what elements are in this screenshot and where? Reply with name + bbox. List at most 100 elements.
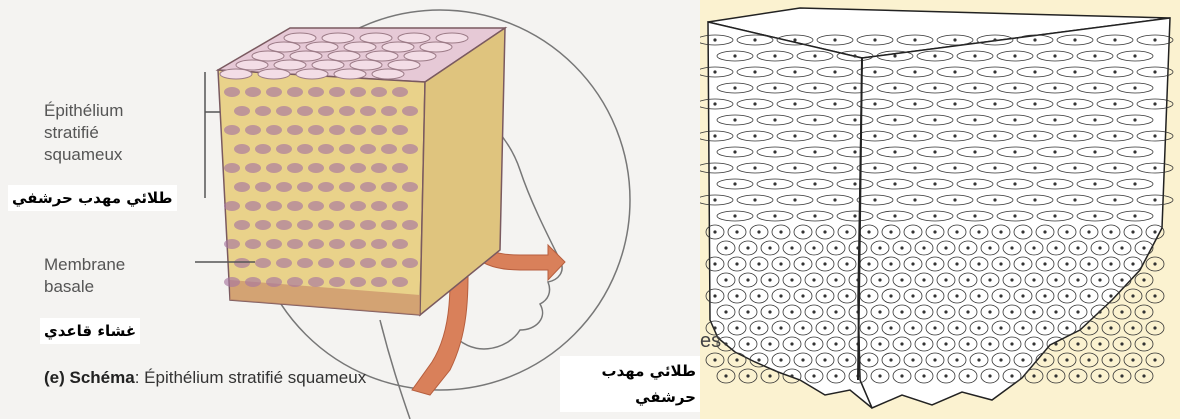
cell-nucleus: [255, 144, 271, 154]
drawn-nucleus: [768, 310, 771, 313]
cell-nucleus: [287, 277, 303, 287]
surface-cell: [296, 69, 328, 79]
drawn-nucleus: [713, 70, 716, 73]
label-epithelium-arabic: طلائي مهدب حرشفي: [8, 185, 177, 211]
drawn-nucleus: [1142, 246, 1145, 249]
drawn-nucleus: [1021, 294, 1024, 297]
drawn-nucleus: [873, 102, 876, 105]
drawn-nucleus: [966, 278, 969, 281]
caption-arabic-line1: طلائي مهدب: [566, 358, 696, 384]
drawn-nucleus: [1076, 374, 1079, 377]
drawn-nucleus: [833, 166, 836, 169]
drawn-nucleus: [713, 358, 716, 361]
drawn-nucleus: [889, 262, 892, 265]
drawn-nucleus: [1093, 54, 1096, 57]
drawn-nucleus: [900, 342, 903, 345]
drawn-nucleus: [813, 214, 816, 217]
cell-nucleus: [234, 144, 250, 154]
cell-nucleus: [276, 258, 292, 268]
drawn-nucleus: [878, 246, 881, 249]
surface-cell: [344, 42, 376, 52]
drawn-nucleus: [878, 342, 881, 345]
drawn-nucleus: [790, 310, 793, 313]
drawn-nucleus: [1113, 38, 1116, 41]
drawn-nucleus: [1133, 182, 1136, 185]
cell-nucleus: [360, 258, 376, 268]
drawn-nucleus: [1142, 374, 1145, 377]
drawn-nucleus: [1021, 230, 1024, 233]
cell-nucleus: [308, 125, 324, 135]
drawn-nucleus: [812, 278, 815, 281]
drawn-nucleus: [845, 262, 848, 265]
drawn-nucleus: [845, 294, 848, 297]
drawn-nucleus: [773, 182, 776, 185]
drawn-nucleus: [1153, 358, 1156, 361]
drawn-nucleus: [1153, 294, 1156, 297]
drawn-nucleus: [1131, 294, 1134, 297]
drawn-nucleus: [1142, 342, 1145, 345]
drawn-nucleus: [953, 70, 956, 73]
drawn-nucleus: [922, 278, 925, 281]
drawn-nucleus: [889, 230, 892, 233]
drawn-nucleus: [944, 246, 947, 249]
drawn-nucleus: [1043, 294, 1046, 297]
epithelium-line-drawing: [700, 0, 1180, 419]
cell-nucleus: [308, 87, 324, 97]
cell-nucleus: [308, 201, 324, 211]
cell-nucleus: [245, 239, 261, 249]
drawn-nucleus: [1043, 358, 1046, 361]
drawn-nucleus: [966, 374, 969, 377]
drawn-nucleus: [1013, 150, 1016, 153]
drawn-nucleus: [955, 294, 958, 297]
drawn-nucleus: [1087, 358, 1090, 361]
drawn-nucleus: [922, 246, 925, 249]
cell-nucleus: [350, 201, 366, 211]
drawn-nucleus: [999, 230, 1002, 233]
drawn-nucleus: [1109, 358, 1112, 361]
drawn-nucleus: [1087, 230, 1090, 233]
drawn-nucleus: [753, 38, 756, 41]
drawn-nucleus: [779, 230, 782, 233]
cell-nucleus: [266, 163, 282, 173]
drawn-nucleus: [993, 198, 996, 201]
drawn-nucleus: [753, 70, 756, 73]
drawn-nucleus: [988, 310, 991, 313]
drawn-nucleus: [1053, 214, 1056, 217]
drawn-nucleus: [867, 230, 870, 233]
cell-nucleus: [297, 258, 313, 268]
drawn-nucleus: [1073, 70, 1076, 73]
cell-nucleus: [371, 201, 387, 211]
cell-nucleus: [371, 163, 387, 173]
drawn-nucleus: [1113, 134, 1116, 137]
drawn-nucleus: [757, 230, 760, 233]
cell-nucleus: [329, 201, 345, 211]
drawn-nucleus: [1073, 38, 1076, 41]
cell-nucleus: [392, 163, 408, 173]
label-epithelium-line2: stratifié: [44, 122, 123, 144]
drawn-nucleus: [1013, 54, 1016, 57]
drawn-nucleus: [1093, 150, 1096, 153]
drawn-nucleus: [1054, 342, 1057, 345]
drawn-nucleus: [867, 358, 870, 361]
drawn-nucleus: [973, 86, 976, 89]
drawn-nucleus: [724, 278, 727, 281]
label-membrane-arabic: غشاء قاعدي: [40, 318, 140, 344]
drawn-nucleus: [1033, 198, 1036, 201]
drawn-nucleus: [1109, 262, 1112, 265]
cell-nucleus: [339, 220, 355, 230]
drawn-nucleus: [1013, 118, 1016, 121]
cell-nucleus: [371, 277, 387, 287]
drawn-nucleus: [735, 326, 738, 329]
cell-nucleus: [329, 87, 345, 97]
cell-nucleus: [234, 220, 250, 230]
drawn-nucleus: [834, 278, 837, 281]
drawn-nucleus: [790, 342, 793, 345]
cell-nucleus: [318, 220, 334, 230]
drawn-nucleus: [1043, 262, 1046, 265]
cell-nucleus: [245, 163, 261, 173]
drawn-nucleus: [746, 278, 749, 281]
drawn-nucleus: [993, 166, 996, 169]
label-epithelium-line3: squameux: [44, 144, 123, 166]
drawn-nucleus: [753, 166, 756, 169]
epithelium-drawing-panel: es: [700, 0, 1180, 419]
